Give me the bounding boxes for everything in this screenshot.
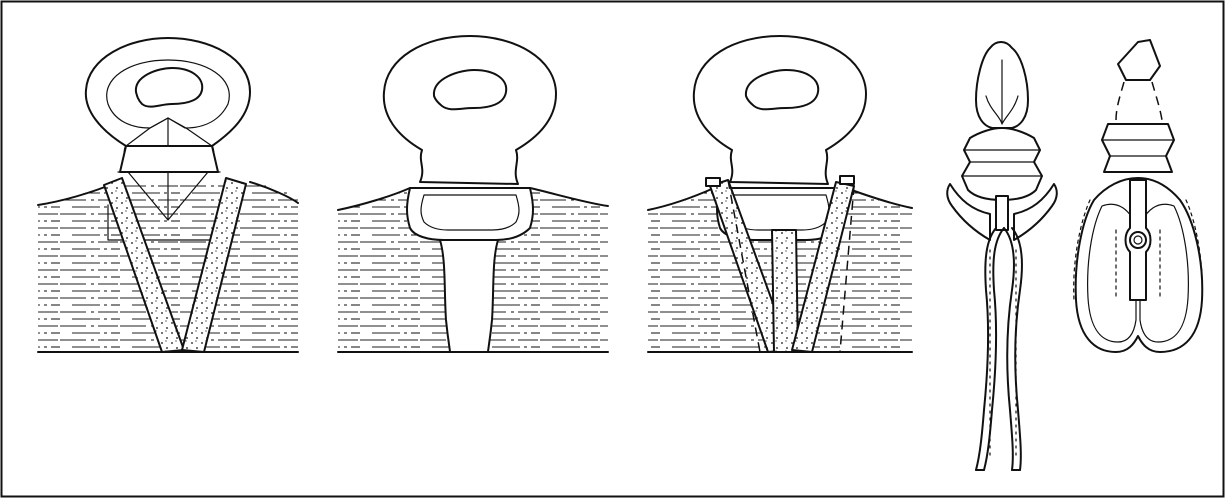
panel-2 [338,36,610,355]
panel-5 [1074,40,1203,352]
panel-4 [947,42,1057,470]
panel-3 [648,36,914,355]
head-outline [694,36,866,184]
cord-right [1004,228,1014,470]
panel-1 [38,38,300,355]
strap-center [772,230,798,352]
head-outline [1118,40,1160,80]
head-outline [384,36,556,184]
